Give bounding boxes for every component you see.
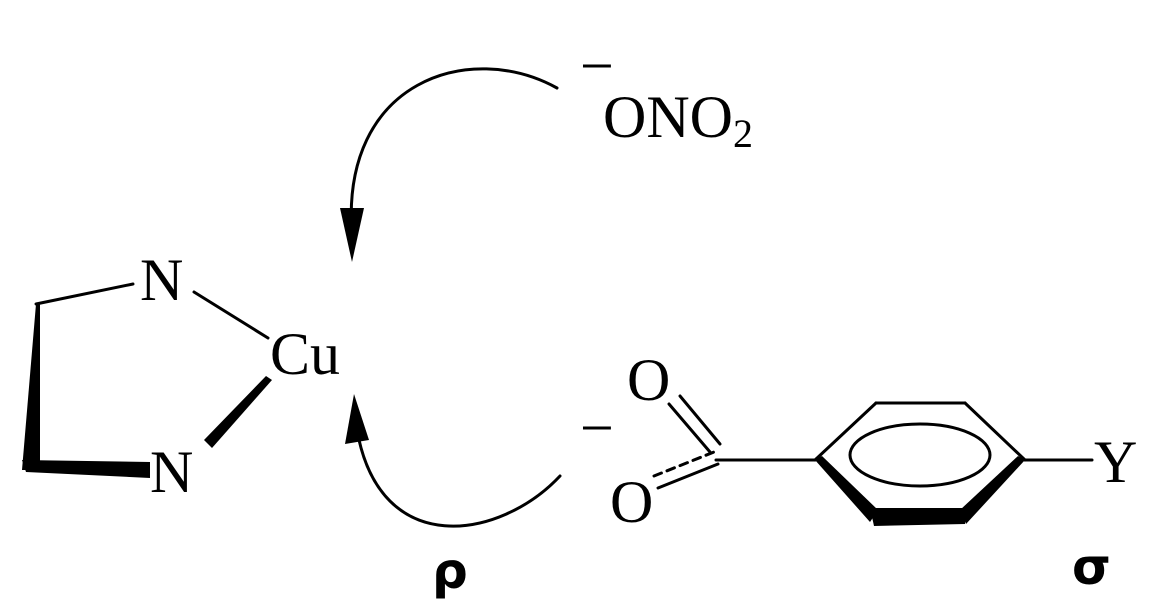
oxygen-top-label: O [627, 347, 670, 413]
bond-carboxyl-o-bottom [656, 462, 720, 490]
nitrogen-top-label: N [140, 247, 183, 313]
nitrogen-bottom-label: N [150, 439, 193, 505]
ring-bond-upper-right [963, 401, 1027, 462]
arrow-benzoate-to-cu [345, 394, 562, 528]
ethylenediamine-ring [22, 282, 272, 478]
bond-carboxyl-o-top-1 [667, 402, 712, 454]
benzoate-ion: − O O Y [580, 347, 1137, 535]
nitrate-charge: − [580, 33, 614, 99]
nitrate-ion: − ONO2 [580, 33, 753, 156]
nitrate-formula: ONO2 [603, 84, 753, 156]
nitrate-formula-main: ONO [603, 84, 733, 150]
arrow-curve-top [349, 67, 559, 237]
oxygen-bottom-label: O [610, 469, 653, 535]
ring-bond-upper-left [813, 401, 878, 462]
sigma-label: σ [1072, 538, 1111, 596]
bond-n-top-to-cu [192, 290, 270, 340]
ring-aromatic-circle [848, 422, 992, 488]
ring-bond-lower-left-wedge [815, 456, 878, 522]
benzoate-charge: − [580, 395, 614, 461]
arrowhead-up-icon [345, 394, 369, 444]
bond-carboxyl-o-top-2 [678, 394, 722, 446]
bond-ring-bottom-wedge [22, 460, 150, 478]
substituent-y-label: Y [1094, 429, 1137, 495]
ring-bond-bottom-wedge [870, 508, 965, 526]
arrow-curve-bottom [355, 428, 562, 528]
arrowhead-down-icon [340, 208, 364, 262]
copper-label: Cu [270, 321, 340, 387]
bond-ring-left-wedge [22, 304, 40, 470]
ring-bond-lower-right-wedge [960, 456, 1025, 524]
bond-carboxyl-o-bottom-dashed [652, 450, 716, 478]
nitrate-formula-subscript: 2 [733, 111, 753, 156]
bond-n-top-to-ring-carbon [34, 282, 135, 306]
rho-label: ρ [432, 542, 468, 600]
bond-n-bottom-to-cu-wedge [204, 376, 272, 448]
benzene-ring [813, 401, 1027, 526]
arrow-nitrate-to-cu [340, 67, 559, 262]
